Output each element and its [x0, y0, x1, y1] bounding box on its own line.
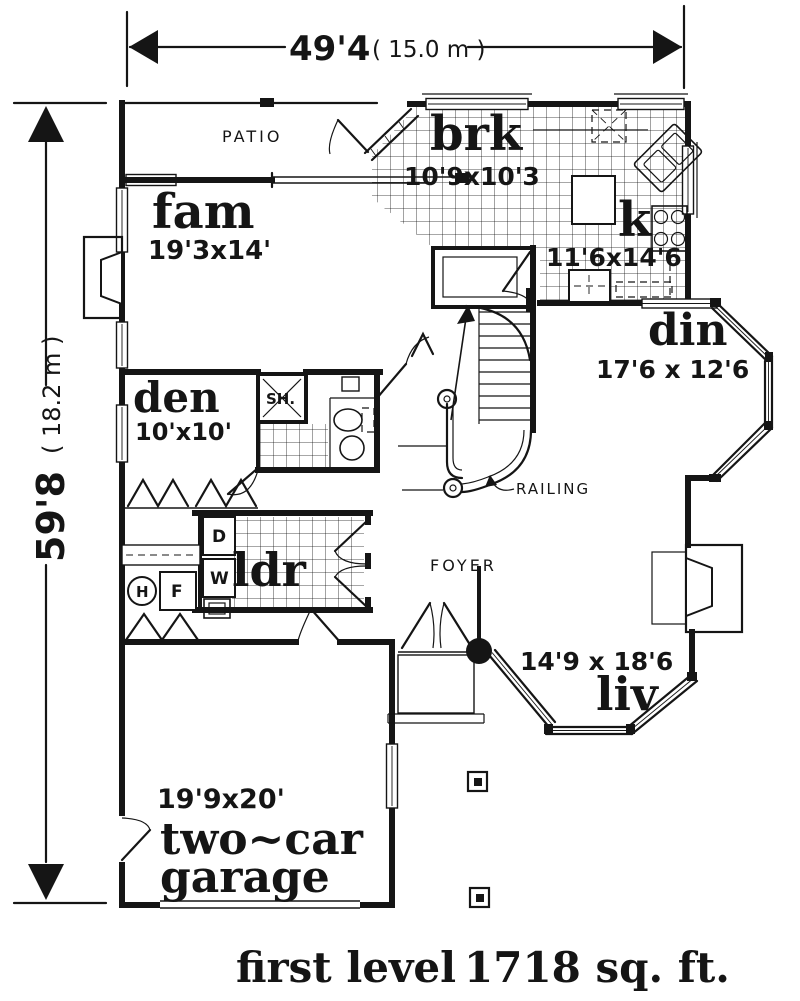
left-dimension-metric: ( 18.2 m ) [38, 336, 66, 454]
garage-side-door [120, 828, 152, 862]
labels: PATIO fam 19'3x14' brk 10'9x10'3 k 11'6x… [133, 106, 749, 992]
foyer-label: FOYER [430, 556, 497, 575]
down-arrowhead [28, 864, 64, 900]
round-post [466, 638, 492, 664]
water-heater-label: H [136, 583, 149, 601]
up-arrow [450, 317, 467, 421]
island [571, 175, 616, 225]
toilet-tank [341, 376, 360, 392]
din-size: 17'6 x 12'6 [596, 355, 749, 384]
doors [116, 118, 532, 862]
liv-size: 14'9 x 18'6 [520, 647, 673, 676]
toilet [333, 408, 363, 432]
kitchen-fixtures [533, 109, 703, 303]
footer-level: first level [236, 943, 456, 992]
kitchen-breakfast-tile [372, 107, 686, 302]
laundry-label: ldr [232, 543, 307, 597]
laundry-tub [203, 598, 231, 619]
stair-rail-inner [445, 402, 464, 480]
porch-post-2 [468, 886, 491, 909]
right-arrowhead [653, 30, 682, 64]
furnace [159, 571, 197, 611]
furnace-label: F [171, 582, 183, 602]
top-dimension-metric: ( 15.0 m ) [372, 37, 486, 63]
garage-label-1: two~car [160, 814, 364, 865]
tiled-floors [232, 107, 686, 607]
laundry-fixtures [127, 516, 236, 619]
washer [202, 558, 236, 598]
cooktop [651, 205, 688, 252]
shower-label: SH. [266, 390, 295, 408]
left-dimension: 59'8 ( 18.2 m ) [12, 101, 108, 905]
liv-label: liv [596, 667, 659, 721]
kitchen-label: k [618, 192, 653, 248]
shower-stall [256, 372, 308, 424]
patio-label: PATIO [222, 127, 282, 146]
skylight [591, 109, 627, 143]
corner-sink [633, 123, 703, 193]
up-arrowhead [28, 106, 64, 142]
left-dimension-feet: 59'8 [29, 471, 73, 562]
top-dimension: 49'4 ( 15.0 m ) [125, 4, 686, 90]
fam-fireplace [82, 235, 124, 320]
staircase [398, 304, 533, 499]
din-label: din [648, 305, 727, 356]
den-closet-bifold [126, 477, 190, 509]
dryer-label: D [212, 527, 226, 547]
washer-label: W [210, 569, 229, 589]
garage-label-2: garage [160, 852, 330, 903]
laundry-tile [232, 517, 364, 607]
brk-size: 10'9x10'3 [404, 162, 540, 191]
left-arrowhead [129, 30, 158, 64]
fam-size: 19'3x14' [148, 236, 271, 266]
bath-tile [260, 424, 328, 468]
buffet-counter [615, 281, 673, 298]
railing-label: RAILING [516, 480, 590, 498]
den-size: 10'x10' [135, 418, 232, 446]
water-heater [127, 576, 157, 606]
interior-walls [119, 171, 536, 652]
kitchen-size: 11'6x14'6 [546, 243, 682, 272]
footer-area: 1718 sq. ft. [464, 943, 730, 992]
den-label: den [133, 373, 220, 422]
porch-post-1 [466, 770, 489, 793]
utility-bifold [124, 612, 200, 642]
top-dimension-feet: 49'4 [289, 29, 370, 69]
entry-porch [387, 638, 492, 909]
bath-fixtures [256, 372, 377, 468]
fam-label: fam [152, 184, 255, 240]
liv-fireplace [651, 543, 744, 634]
bath-sink [339, 435, 365, 461]
dryer [202, 516, 236, 556]
garage-size: 19'9x20' [157, 784, 285, 815]
brk-label: brk [430, 106, 524, 162]
